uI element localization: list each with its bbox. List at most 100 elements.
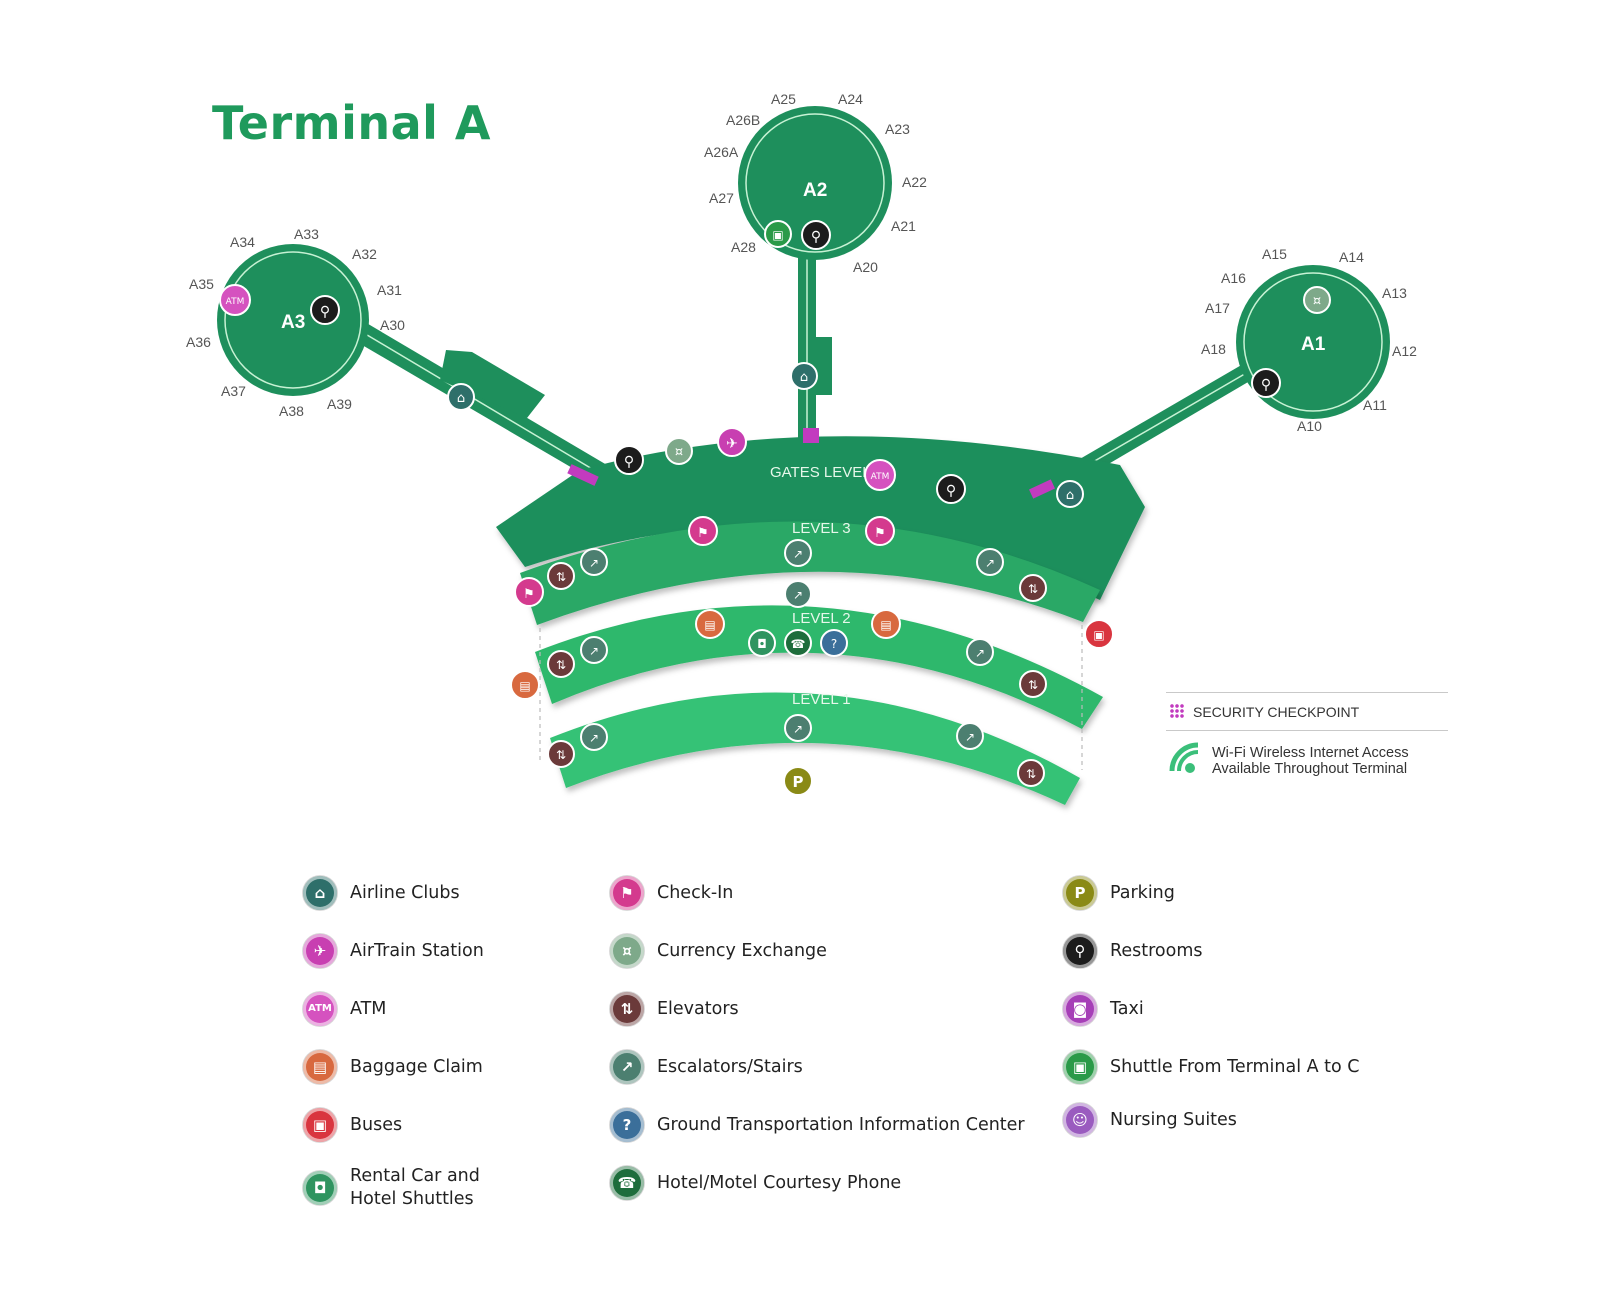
currency-exchange-icon[interactable]: ¤ xyxy=(665,437,693,465)
legend-label: Escalators/Stairs xyxy=(657,1056,803,1077)
elevator-icon[interactable]: ⇅ xyxy=(1017,759,1045,787)
gate-label: A38 xyxy=(279,403,304,419)
legend-label: Taxi xyxy=(1110,998,1144,1019)
gate-label: A15 xyxy=(1262,246,1287,262)
restrooms-icon[interactable]: ⚲ xyxy=(614,445,644,475)
check-in-icon[interactable]: ⚑ xyxy=(865,516,895,546)
gate-label: A11 xyxy=(1363,397,1387,413)
airline-clubs-icon[interactable]: ⌂ xyxy=(790,362,818,390)
svg-text:⇅: ⇅ xyxy=(556,658,566,672)
gate-label: A33 xyxy=(294,226,319,242)
elevator-icon[interactable]: ⇅ xyxy=(547,740,575,768)
gate-label: A28 xyxy=(731,239,756,255)
svg-text:↗: ↗ xyxy=(793,722,803,736)
atm-icon[interactable]: ATM xyxy=(864,459,896,491)
gate-label: A27 xyxy=(709,190,734,206)
atm-icon[interactable]: ATM xyxy=(219,284,251,316)
elevator-icon[interactable]: ⇅ xyxy=(1019,574,1047,602)
gate-label: A18 xyxy=(1201,341,1226,357)
level-dashes xyxy=(539,625,1083,770)
restrooms-icon[interactable]: ⚲ xyxy=(801,220,831,250)
legend-item-shuttle: ▣ Shuttle From Terminal A to C xyxy=(1063,1050,1360,1084)
legend-item-baggage-claim: ▤ Baggage Claim xyxy=(303,1050,483,1084)
legend-label: Buses xyxy=(350,1114,403,1135)
a1-label: A1 xyxy=(1301,334,1326,355)
airline-clubs-icon[interactable]: ⌂ xyxy=(447,383,475,411)
gate-label: A36 xyxy=(186,334,211,350)
currency-exchange-icon[interactable]: ¤ xyxy=(1303,286,1331,314)
hotel-phone-icon[interactable]: ☎ xyxy=(784,629,812,657)
gate-label: A25 xyxy=(771,91,796,107)
svg-text:⌂: ⌂ xyxy=(800,370,808,385)
elevator-icon[interactable]: ⇅ xyxy=(547,562,575,590)
gate-label: A37 xyxy=(221,383,246,399)
gate-labels-a1: A15 A14 A16 A13 A17 A18 A12 A11 A10 xyxy=(1201,246,1417,434)
security-checkpoints xyxy=(567,428,1055,499)
escalator-icon[interactable]: ↗ xyxy=(580,636,608,664)
baggage-claim-icon[interactable]: ▤ xyxy=(510,670,540,700)
gate-label: A12 xyxy=(1392,343,1417,359)
svg-text:⇅: ⇅ xyxy=(1026,767,1036,781)
ground-transport-icon: ? xyxy=(610,1108,644,1142)
escalator-icon[interactable]: ↗ xyxy=(966,638,994,666)
map-title: Terminal A xyxy=(212,96,492,150)
restrooms-icon[interactable]: ⚲ xyxy=(1251,368,1281,398)
svg-text:◘: ◘ xyxy=(757,637,767,651)
legend-item-nursing-suites: ☺ Nursing Suites xyxy=(1063,1103,1237,1137)
gates-level-band xyxy=(496,436,1145,600)
gate-label: A35 xyxy=(189,276,214,292)
gate-labels-a2: A25 A24 A26B A23 A26A A22 A27 A21 A28 A2… xyxy=(704,91,927,275)
escalator-icon[interactable]: ↗ xyxy=(784,714,812,742)
escalator-icon[interactable]: ↗ xyxy=(976,548,1004,576)
legend-item-buses: ▣ Buses xyxy=(303,1108,402,1142)
elevator-icon[interactable]: ⇅ xyxy=(1019,670,1047,698)
note-divider xyxy=(1166,730,1448,731)
baggage-claim-icon[interactable]: ▤ xyxy=(871,609,901,639)
gate-label: A32 xyxy=(352,246,377,262)
legend-label: Airline Clubs xyxy=(350,882,460,903)
svg-text:¤: ¤ xyxy=(675,445,683,460)
level-1-label: LEVEL 1 xyxy=(792,691,851,708)
shuttle-icon[interactable]: ▣ xyxy=(764,220,792,248)
gate-label: A31 xyxy=(377,282,402,298)
parking-icon[interactable]: P xyxy=(783,766,813,796)
legend-item-restrooms: ⚲ Restrooms xyxy=(1063,934,1203,968)
legend-label: Baggage Claim xyxy=(350,1056,483,1077)
svg-text:▣: ▣ xyxy=(772,228,783,242)
map-icons: ATM ⚲ ⌂ ▣ ⚲ ⌂ ¤ ⚲ ⌂ ⚲ ¤ ✈ ATM ⚲ ⚑ ⚑ ⚑ ⇅ … xyxy=(219,220,1331,796)
hotel-phone-icon: ☎ xyxy=(610,1166,644,1200)
escalator-icon[interactable]: ↗ xyxy=(580,548,608,576)
gate-label: A17 xyxy=(1205,300,1230,316)
legend-item-ground-transport: ? Ground Transportation Information Cent… xyxy=(610,1108,1025,1142)
atm-icon: ATM xyxy=(303,992,337,1026)
elevator-icon[interactable]: ⇅ xyxy=(547,650,575,678)
legend-item-parking: P Parking xyxy=(1063,876,1175,910)
check-in-icon[interactable]: ⚑ xyxy=(514,577,544,607)
legend-label: ATM xyxy=(350,998,387,1019)
escalator-icon[interactable]: ↗ xyxy=(784,539,812,567)
escalator-icon[interactable]: ↗ xyxy=(956,722,984,750)
restrooms-icon[interactable]: ⚲ xyxy=(936,474,966,504)
level-2-band xyxy=(535,605,1103,729)
level-3-band xyxy=(520,521,1100,625)
svg-text:⌂: ⌂ xyxy=(1066,488,1074,503)
level-3-label: LEVEL 3 xyxy=(792,520,851,537)
airtrain-icon[interactable]: ✈ xyxy=(717,427,747,457)
svg-text:⚲: ⚲ xyxy=(320,304,330,320)
legend-label: AirTrain Station xyxy=(350,940,484,961)
airline-clubs-icon[interactable]: ⌂ xyxy=(1056,480,1084,508)
svg-text:¤: ¤ xyxy=(1313,294,1321,309)
check-in-icon[interactable]: ⚑ xyxy=(688,516,718,546)
escalator-icon[interactable]: ↗ xyxy=(784,580,812,608)
rental-car-icon[interactable]: ◘ xyxy=(748,629,776,657)
svg-text:⇅: ⇅ xyxy=(1028,582,1038,596)
escalator-icon[interactable]: ↗ xyxy=(580,723,608,751)
restrooms-icon[interactable]: ⚲ xyxy=(310,295,340,325)
legend: ⌂ Airline Clubs ✈ AirTrain Station ATM A… xyxy=(0,860,1600,1260)
ground-transport-icon[interactable]: ? xyxy=(820,629,848,657)
legend-item-rental-car: ◘ Rental Car and Hotel Shuttles xyxy=(303,1165,480,1211)
baggage-claim-icon[interactable]: ▤ xyxy=(695,609,725,639)
bus-icon[interactable]: ▣ xyxy=(1084,619,1114,649)
gate-label: A14 xyxy=(1339,249,1364,265)
legend-label: Elevators xyxy=(657,998,739,1019)
